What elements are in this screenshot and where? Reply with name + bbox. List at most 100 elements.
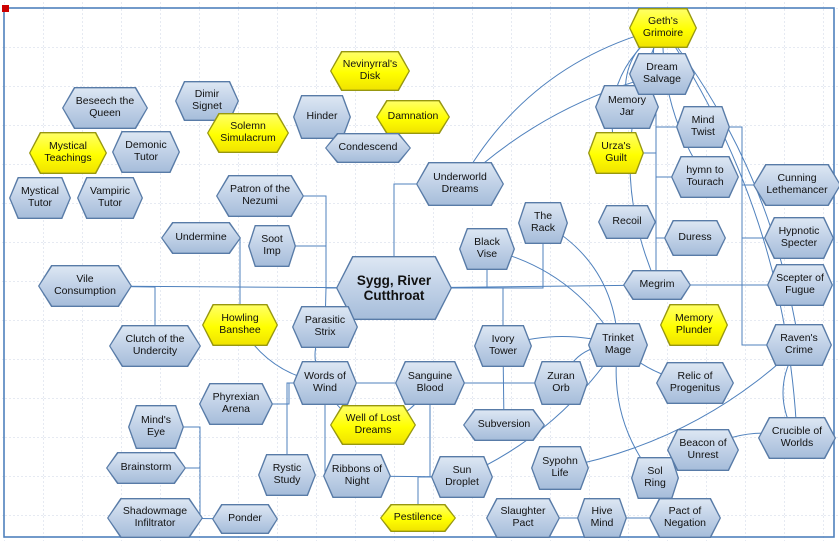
node-label-geths-grimoire: Geth's Grimoire: [642, 15, 684, 39]
node-hypnotic-specter[interactable]: Hypnotic Specter: [764, 217, 834, 259]
node-sol-ring[interactable]: Sol Ring: [631, 457, 679, 499]
node-recoil[interactable]: Recoil: [598, 205, 656, 239]
node-label-ravens-crime: Raven's Crime: [780, 332, 818, 356]
node-beseech-the-queen[interactable]: Beseech the Queen: [62, 87, 148, 129]
node-pestilence[interactable]: Pestilence: [380, 504, 456, 532]
node-label-rystic-study: Rystic Study: [272, 462, 302, 486]
node-label-scepter-of-fugue: Scepter of Fugue: [776, 272, 824, 296]
node-damnation[interactable]: Damnation: [376, 100, 450, 134]
node-slaughter-pact[interactable]: Slaughter Pact: [486, 498, 560, 538]
node-label-damnation: Damnation: [387, 110, 439, 123]
node-vampiric-tutor[interactable]: Vampiric Tutor: [77, 177, 143, 219]
node-hinder[interactable]: Hinder: [293, 95, 351, 139]
node-label-solemn-simulacrum: Solemn Simulacrum: [220, 120, 276, 144]
node-label-sygg-river-cutthroat: Sygg, River Cutthroat: [356, 272, 432, 303]
node-label-hive-mind: Hive Mind: [590, 505, 614, 529]
node-label-megrim: Megrim: [639, 278, 675, 291]
node-label-words-of-wind: Words of Wind: [304, 370, 346, 394]
node-label-well-of-lost-dreams: Well of Lost Dreams: [345, 412, 401, 436]
node-pact-of-negation[interactable]: Pact of Negation: [649, 498, 721, 538]
node-ravens-crime[interactable]: Raven's Crime: [766, 324, 832, 366]
node-label-urzas-guilt: Urza's Guilt: [601, 140, 631, 164]
node-trinket-mage[interactable]: Trinket Mage: [588, 323, 648, 367]
node-soot-imp[interactable]: Soot Imp: [248, 225, 296, 267]
node-label-undermine: Undermine: [175, 231, 227, 244]
node-shadowmage-infiltrator[interactable]: Shadowmage Infiltrator: [107, 498, 203, 538]
node-label-sypohn-life: Sypohn Life: [542, 455, 578, 479]
node-label-patron-of-the-nezumi: Patron of the Nezumi: [229, 183, 291, 207]
node-label-memory-jar: Memory Jar: [608, 94, 646, 118]
node-mystical-tutor[interactable]: Mystical Tutor: [9, 177, 71, 219]
node-sanguine-blood[interactable]: Sanguine Blood: [395, 361, 465, 405]
node-label-condescend: Condescend: [338, 141, 398, 154]
node-label-beseech-the-queen: Beseech the Queen: [75, 95, 135, 119]
node-label-soot-imp: Soot Imp: [261, 233, 283, 257]
node-scepter-of-fugue[interactable]: Scepter of Fugue: [767, 264, 833, 306]
node-patron-of-the-nezumi[interactable]: Patron of the Nezumi: [216, 175, 304, 217]
node-solemn-simulacrum[interactable]: Solemn Simulacrum: [207, 113, 289, 153]
node-well-of-lost-dreams[interactable]: Well of Lost Dreams: [330, 405, 416, 445]
node-brainstorm[interactable]: Brainstorm: [106, 452, 186, 484]
node-dream-salvage[interactable]: Dream Salvage: [629, 53, 695, 95]
node-ribbons-of-night[interactable]: Ribbons of Night: [323, 454, 391, 498]
node-parasitic-strix[interactable]: Parasitic Strix: [292, 306, 358, 348]
node-demonic-tutor[interactable]: Demonic Tutor: [112, 131, 180, 173]
node-label-hypnotic-specter: Hypnotic Specter: [778, 225, 820, 249]
node-mystical-teachings[interactable]: Mystical Teachings: [29, 132, 107, 174]
node-label-pact-of-negation: Pact of Negation: [663, 505, 707, 529]
edge-sypohn-life--ravens-crime: [559, 344, 800, 469]
node-vile-consumption[interactable]: Vile Consumption: [38, 265, 132, 307]
edge-geths-grimoire--crucible-of-worlds: [662, 27, 798, 439]
node-label-relic-of-progenitus: Relic of Progenitus: [669, 370, 721, 394]
node-sun-droplet[interactable]: Sun Droplet: [431, 456, 493, 498]
node-label-slaughter-pact: Slaughter Pact: [500, 505, 546, 529]
node-sygg-river-cutthroat[interactable]: Sygg, River Cutthroat: [336, 256, 452, 320]
node-label-duress: Duress: [678, 231, 712, 244]
node-label-minds-eye: Mind's Eye: [140, 414, 171, 438]
node-the-rack[interactable]: The Rack: [518, 202, 568, 244]
node-label-ribbons-of-night: Ribbons of Night: [331, 463, 383, 487]
node-hymn-to-tourach[interactable]: hymn to Tourach: [671, 156, 739, 198]
node-nevinyrrals-disk[interactable]: Nevinyrral's Disk: [330, 51, 410, 91]
node-howling-banshee[interactable]: Howling Banshee: [202, 304, 278, 346]
node-cunning-lethemancer[interactable]: Cunning Lethemancer: [753, 164, 839, 206]
node-duress[interactable]: Duress: [664, 220, 726, 256]
node-subversion[interactable]: Subversion: [463, 409, 545, 441]
node-dimir-signet[interactable]: Dimir Signet: [175, 81, 239, 121]
node-label-ivory-tower: Ivory Tower: [488, 333, 517, 357]
node-label-ponder: Ponder: [228, 512, 262, 525]
node-hive-mind[interactable]: Hive Mind: [577, 498, 627, 538]
node-crucible-of-worlds[interactable]: Crucible of Worlds: [758, 417, 836, 459]
node-relic-of-progenitus[interactable]: Relic of Progenitus: [656, 362, 734, 404]
node-mind-twist[interactable]: Mind Twist: [676, 106, 730, 148]
node-phyrexian-arena[interactable]: Phyrexian Arena: [199, 383, 273, 425]
node-label-crucible-of-worlds: Crucible of Worlds: [771, 425, 823, 449]
node-sypohn-life[interactable]: Sypohn Life: [531, 446, 589, 490]
node-label-black-vise: Black Vise: [474, 236, 500, 260]
node-zuran-orb[interactable]: Zuran Orb: [534, 361, 588, 405]
node-label-phyrexian-arena: Phyrexian Arena: [212, 391, 260, 415]
corner-marker: [2, 5, 9, 12]
node-label-subversion: Subversion: [477, 418, 531, 431]
node-label-vampiric-tutor: Vampiric Tutor: [89, 185, 131, 209]
node-memory-plunder[interactable]: Memory Plunder: [660, 304, 728, 346]
node-ivory-tower[interactable]: Ivory Tower: [474, 325, 532, 367]
node-condescend[interactable]: Condescend: [325, 133, 411, 163]
node-label-sanguine-blood: Sanguine Blood: [407, 370, 453, 394]
node-minds-eye[interactable]: Mind's Eye: [128, 405, 184, 449]
node-black-vise[interactable]: Black Vise: [459, 228, 515, 270]
node-clutch-of-the-undercity[interactable]: Clutch of the Undercity: [109, 325, 201, 367]
node-ponder[interactable]: Ponder: [212, 504, 278, 534]
edge-geths-grimoire--underworld-dreams: [459, 27, 664, 185]
node-words-of-wind[interactable]: Words of Wind: [293, 361, 357, 405]
node-geths-grimoire[interactable]: Geth's Grimoire: [629, 8, 697, 48]
node-rystic-study[interactable]: Rystic Study: [258, 454, 316, 496]
node-underworld-dreams[interactable]: Underworld Dreams: [416, 162, 504, 206]
node-label-mystical-tutor: Mystical Tutor: [21, 185, 59, 209]
node-undermine[interactable]: Undermine: [161, 222, 241, 254]
node-beacon-of-unrest[interactable]: Beacon of Unrest: [667, 429, 739, 471]
node-label-demonic-tutor: Demonic Tutor: [125, 139, 167, 163]
canvas-border: [3, 7, 835, 538]
node-megrim[interactable]: Megrim: [623, 270, 691, 300]
node-urzas-guilt[interactable]: Urza's Guilt: [588, 132, 644, 174]
